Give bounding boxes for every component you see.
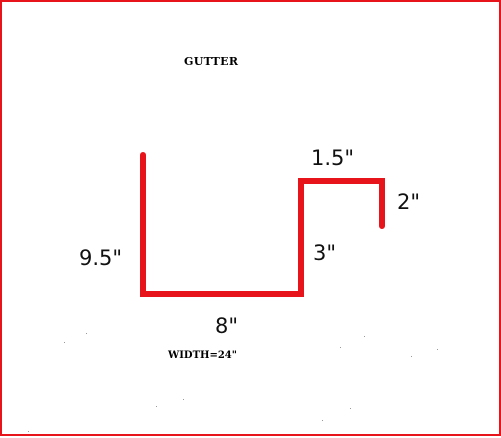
width-note: WIDTH=24" — [168, 350, 237, 361]
scan-speck — [183, 399, 184, 400]
scan-speck — [411, 356, 412, 357]
gutter-profile-line — [140, 152, 385, 297]
scan-speck — [64, 342, 65, 343]
scan-speck — [86, 333, 87, 334]
scan-speck — [28, 431, 29, 432]
drip-edge-label: 2" — [397, 190, 421, 214]
diagram-title: GUTTER — [184, 55, 239, 68]
scan-speck — [437, 349, 438, 350]
scan-speck — [350, 408, 351, 409]
scan-speck — [156, 406, 157, 407]
bottom-width-label: 8" — [215, 314, 239, 338]
scan-speck — [322, 420, 323, 421]
front-height-label: 3" — [313, 241, 337, 265]
scan-speck — [364, 336, 365, 337]
top-lip-label: 1.5" — [311, 146, 355, 170]
back-height-label: 9.5" — [79, 246, 123, 270]
scan-speck — [340, 347, 341, 348]
